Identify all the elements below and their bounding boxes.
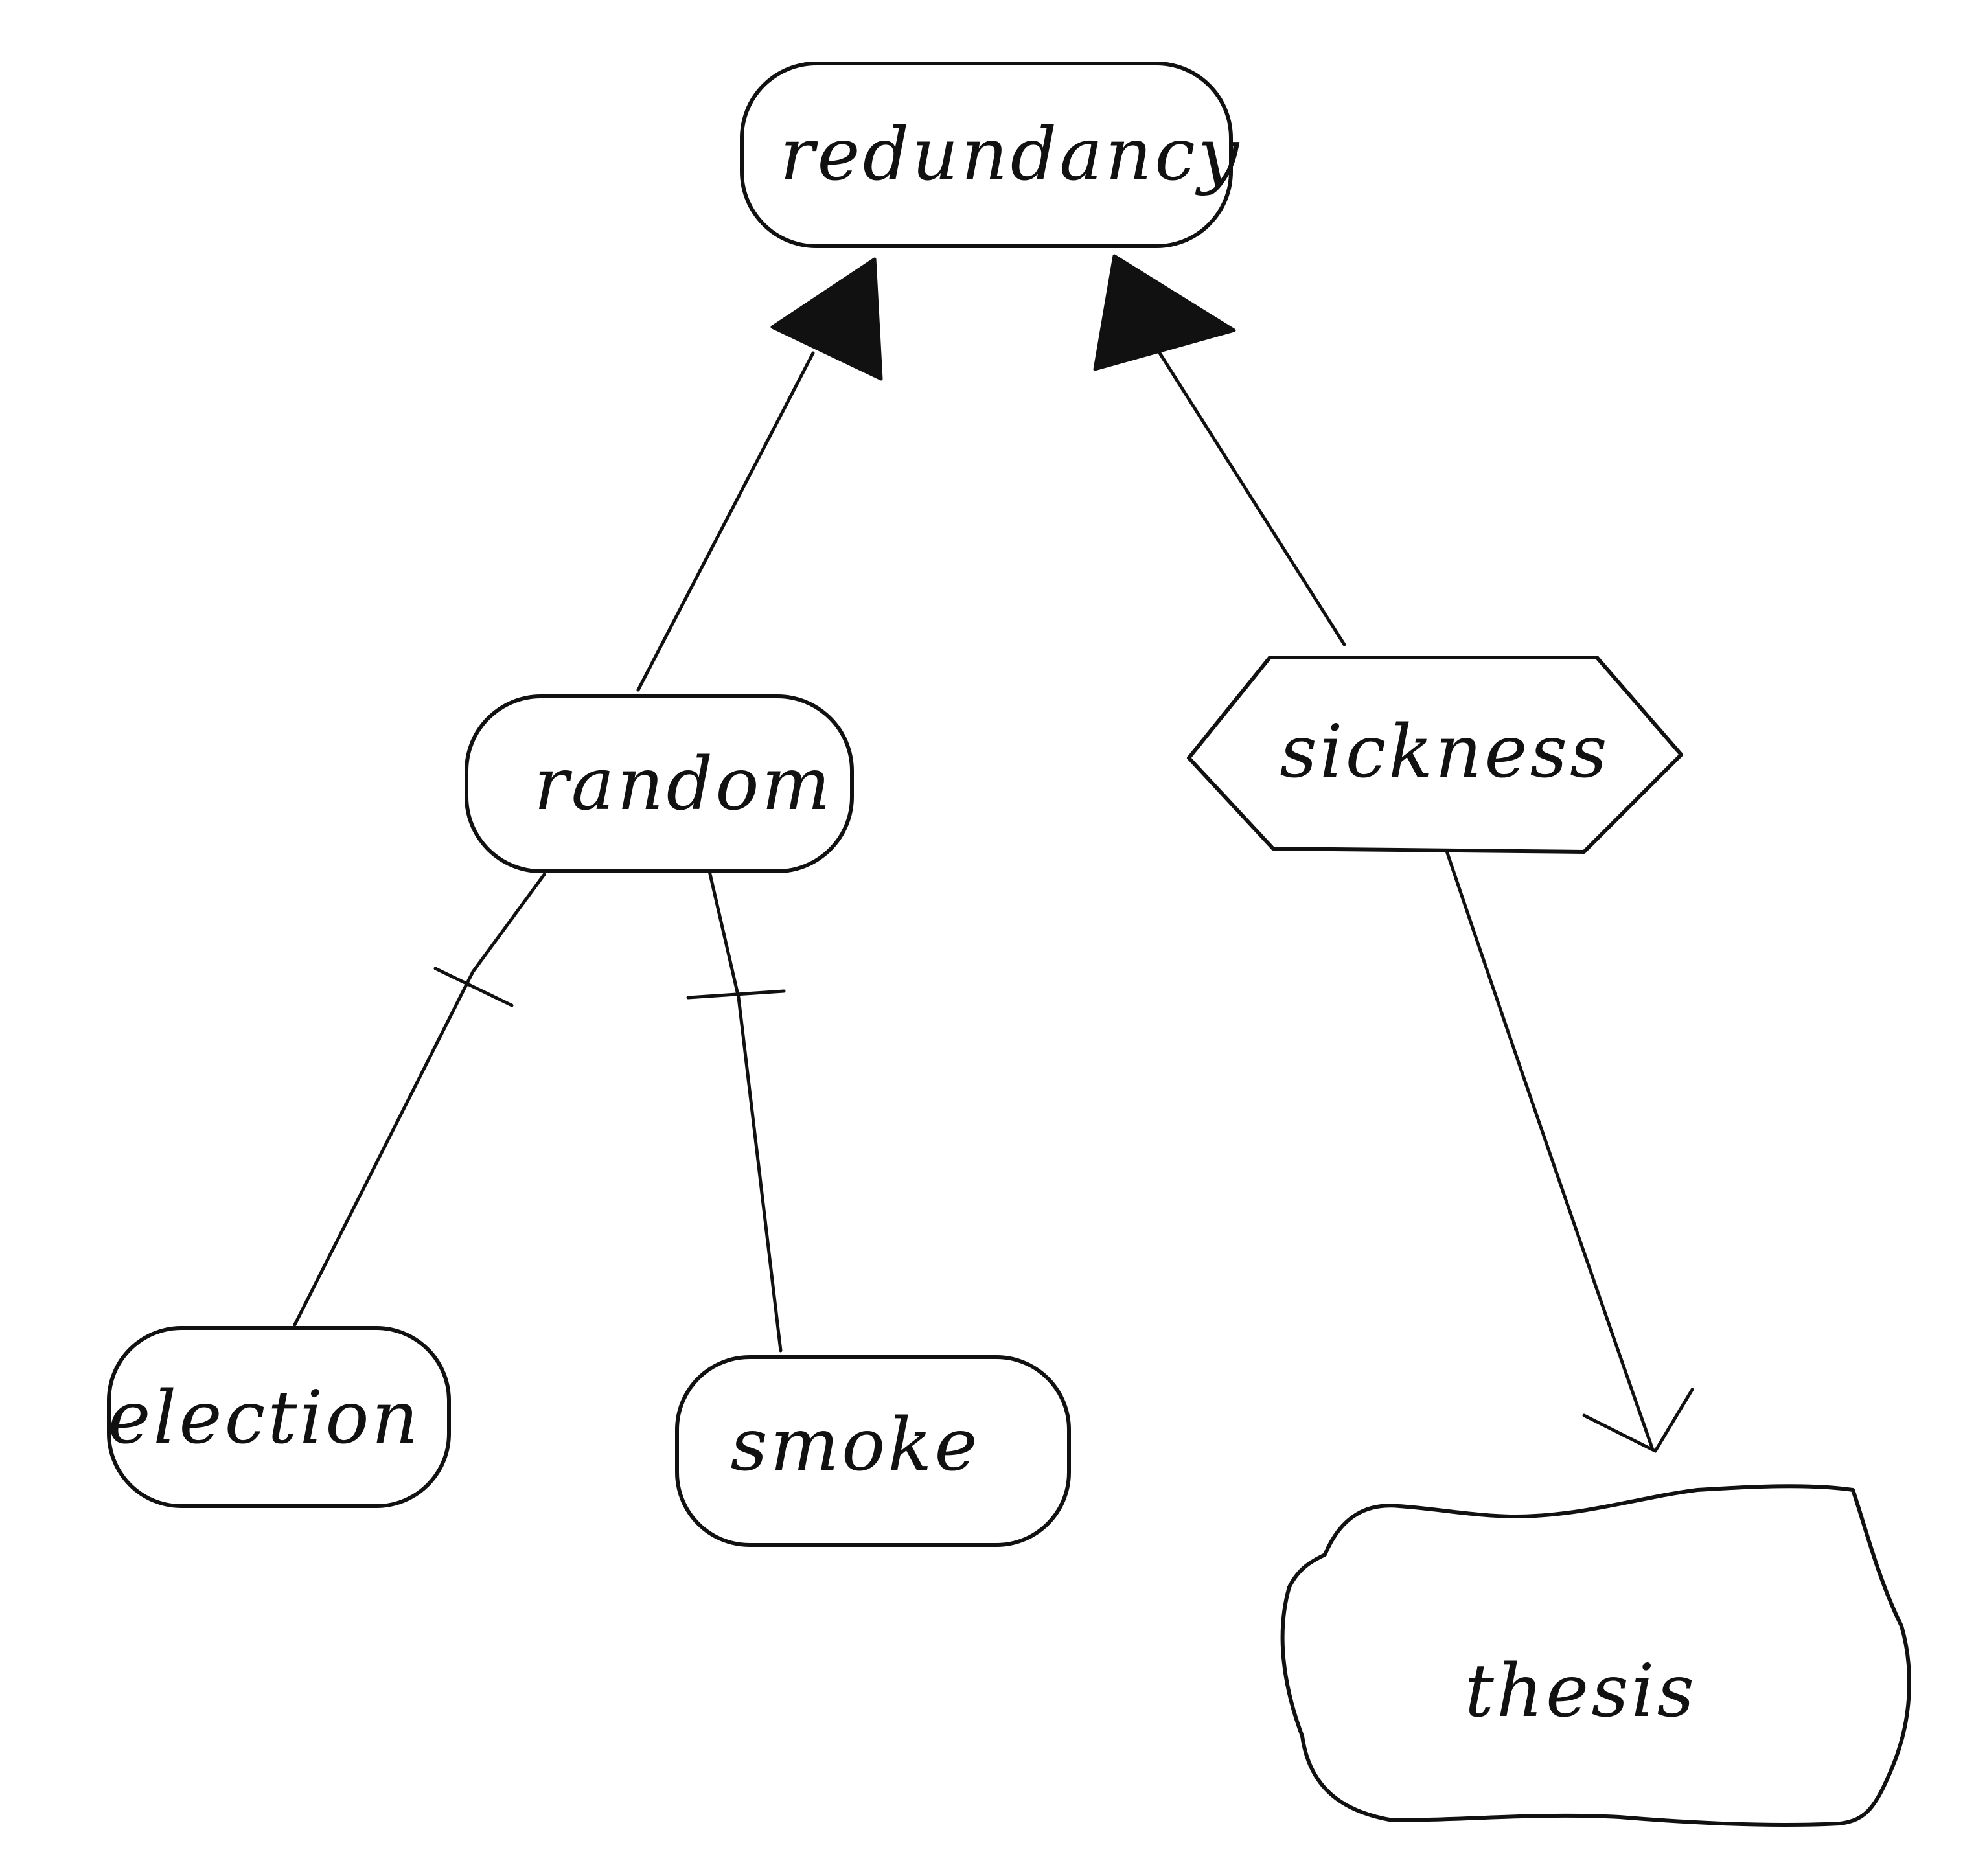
edge-random-redundancy: [636, 351, 815, 692]
node-election-shape: [107, 1326, 451, 1508]
node-redundancy-label: redundancy: [780, 113, 1241, 197]
node-smoke[interactable]: smoke: [675, 1355, 1071, 1547]
node-thesis-shape: [1280, 1484, 1911, 1827]
edge-sickness-thesis: [1443, 843, 1654, 1450]
node-redundancy[interactable]: redundancy: [740, 62, 1241, 248]
edge-random-election-crossbar: [433, 967, 514, 1007]
node-redundancy-shape: [740, 62, 1233, 248]
edge-random-redundancy-arrowhead: [770, 257, 883, 381]
node-random[interactable]: random: [465, 694, 854, 873]
edge-sickness-redundancy: [1158, 351, 1346, 646]
node-election-label: election: [108, 1376, 421, 1460]
edge-random-smoke: [707, 869, 783, 1353]
node-random-label: random: [534, 742, 833, 827]
node-smoke-shape: [675, 1355, 1071, 1547]
node-sickness-label: sickness: [1280, 710, 1609, 794]
node-thesis-label: thesis: [1465, 1649, 1697, 1733]
node-sickness[interactable]: sickness: [1187, 656, 1683, 854]
edge-sickness-thesis-arrowhead: [1582, 1388, 1694, 1453]
node-random-shape: [465, 694, 854, 873]
node-thesis[interactable]: thesis: [1280, 1484, 1911, 1827]
node-smoke-label: smoke: [730, 1403, 980, 1487]
node-election[interactable]: election: [107, 1326, 451, 1508]
node-sickness-shape: [1187, 656, 1683, 854]
edge-sickness-redundancy-arrowhead: [1093, 254, 1236, 371]
edge-random-smoke-crossbar: [686, 989, 786, 1000]
edge-random-election: [293, 873, 546, 1327]
